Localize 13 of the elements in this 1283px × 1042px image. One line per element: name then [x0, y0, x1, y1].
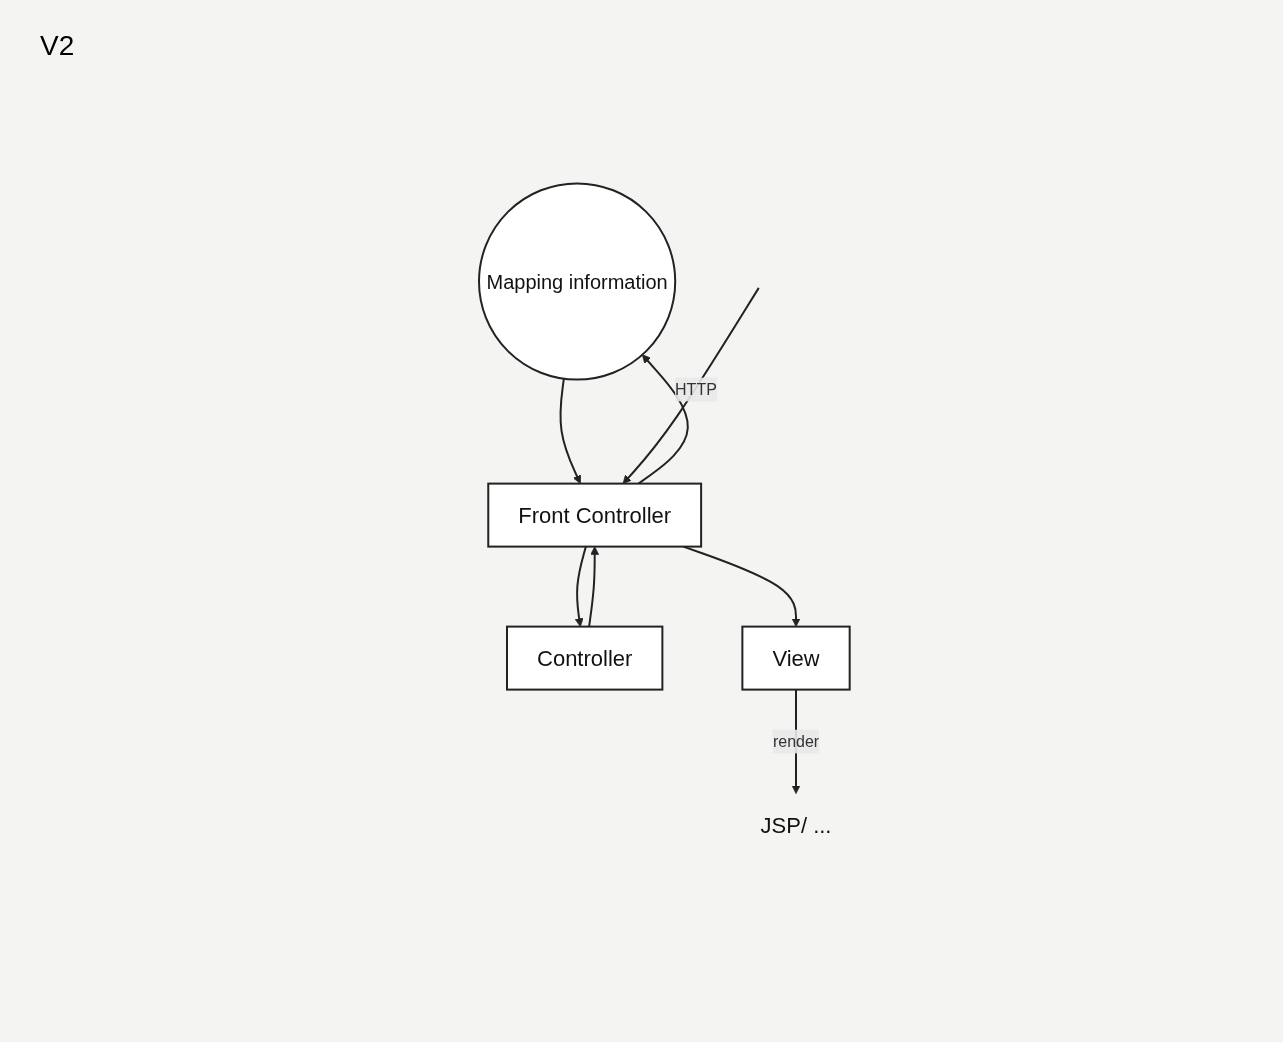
node-box: View	[741, 625, 851, 691]
note-text: V2	[40, 30, 75, 62]
node-text: JSP/ ...	[760, 812, 832, 838]
node-circle: Mapping information	[477, 182, 676, 381]
arrow	[587, 546, 599, 628]
arrow	[637, 354, 689, 485]
edge-label: HTTP	[674, 380, 717, 398]
arrow	[574, 545, 587, 627]
arrow	[622, 286, 760, 484]
edge-label: render	[772, 732, 819, 750]
arrow	[559, 377, 581, 484]
node-box: Controller	[505, 625, 664, 691]
node-box: Front Controller	[487, 482, 702, 548]
